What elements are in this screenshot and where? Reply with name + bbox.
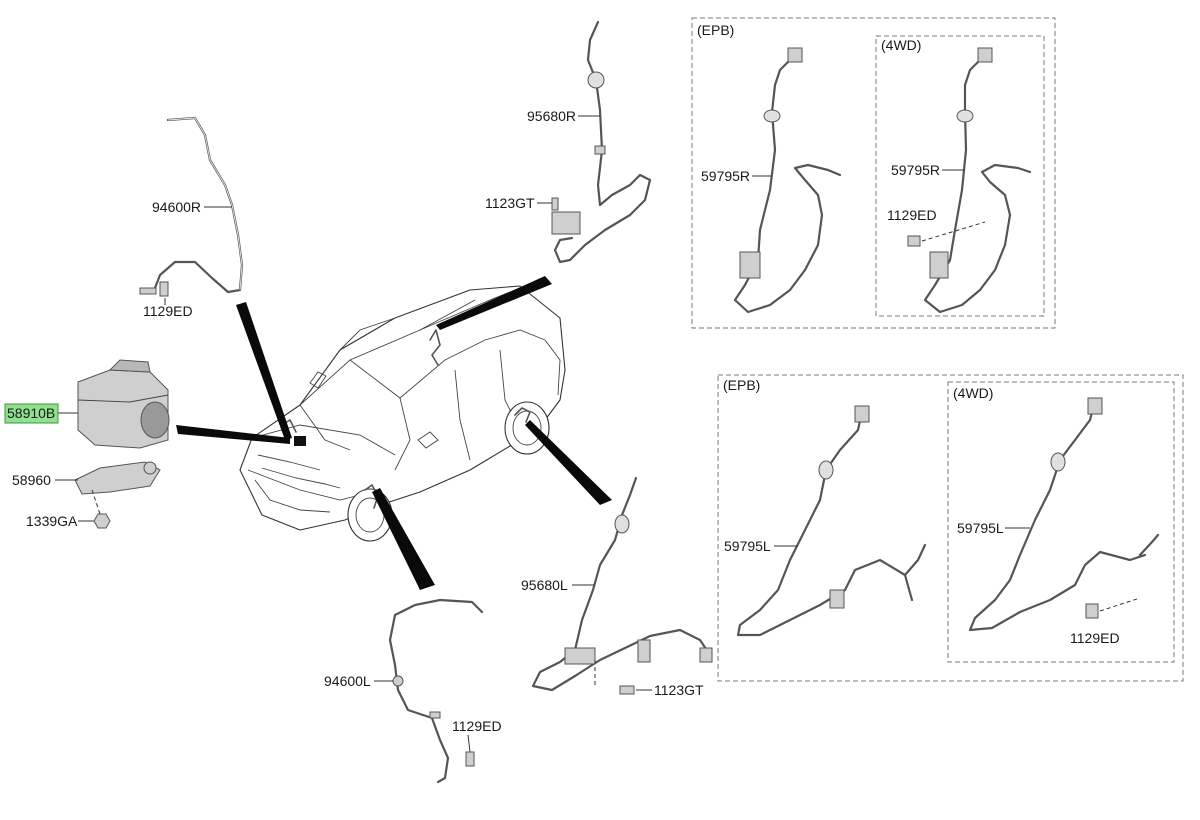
label-95680R[interactable]: 95680R — [527, 108, 576, 124]
label-59795L-epb[interactable]: 59795L — [724, 538, 771, 554]
abs-module-58910B — [77, 359, 170, 449]
callout-pointers — [176, 276, 612, 590]
label-58960[interactable]: 58960 — [12, 472, 51, 488]
bolt-icons — [465, 197, 635, 767]
nut-1339GA — [91, 489, 111, 529]
label-59795R-4wd[interactable]: 59795R — [891, 162, 940, 178]
vehicle-illustration — [239, 285, 566, 542]
label-94600R[interactable]: 94600R — [152, 199, 201, 215]
bolt-1129ED-icon — [465, 751, 475, 767]
label-1129ED-top-4wd[interactable]: 1129ED — [887, 207, 937, 223]
label-1123GT-right[interactable]: 1123GT — [485, 195, 535, 211]
top-4wd-title: (4WD) — [881, 37, 921, 53]
top-epb-title: (EPB) — [697, 22, 734, 38]
top-variant-panel: (EPB) (4WD) — [691, 17, 1056, 329]
label-94600L[interactable]: 94600L — [324, 673, 371, 689]
wire-95680L — [531, 476, 713, 692]
label-1129ED-left[interactable]: 1129ED — [452, 718, 502, 734]
bottom-4wd-title: (4WD) — [953, 385, 993, 401]
highlight-58910B — [4, 403, 59, 424]
abs-bracket-58960 — [74, 461, 161, 495]
label-59795R-epb[interactable]: 59795R — [701, 168, 750, 184]
bolt-1123GT-icon — [551, 197, 559, 211]
bottom-variant-panel: (EPB) (4WD) — [717, 374, 1184, 682]
label-59795L-4wd[interactable]: 59795L — [957, 520, 1004, 536]
bolt-1123GT-lower-icon — [619, 685, 635, 695]
label-58910B[interactable]: 58910B — [7, 405, 55, 421]
label-leaders — [55, 115, 1030, 753]
part-labels: 94600R 1129ED 95680R 1123GT 58910B 58960… — [4, 108, 1120, 734]
label-1123GT-left[interactable]: 1123GT — [654, 682, 704, 698]
label-1129ED-bottom-4wd[interactable]: 1129ED — [1070, 630, 1120, 646]
label-95680L[interactable]: 95680L — [521, 577, 568, 593]
wire-95680R — [551, 20, 652, 264]
label-1129ED-right[interactable]: 1129ED — [143, 303, 193, 319]
bottom-epb-title: (EPB) — [723, 377, 760, 393]
label-1339GA[interactable]: 1339GA — [26, 513, 78, 529]
wire-94600R — [139, 116, 244, 297]
